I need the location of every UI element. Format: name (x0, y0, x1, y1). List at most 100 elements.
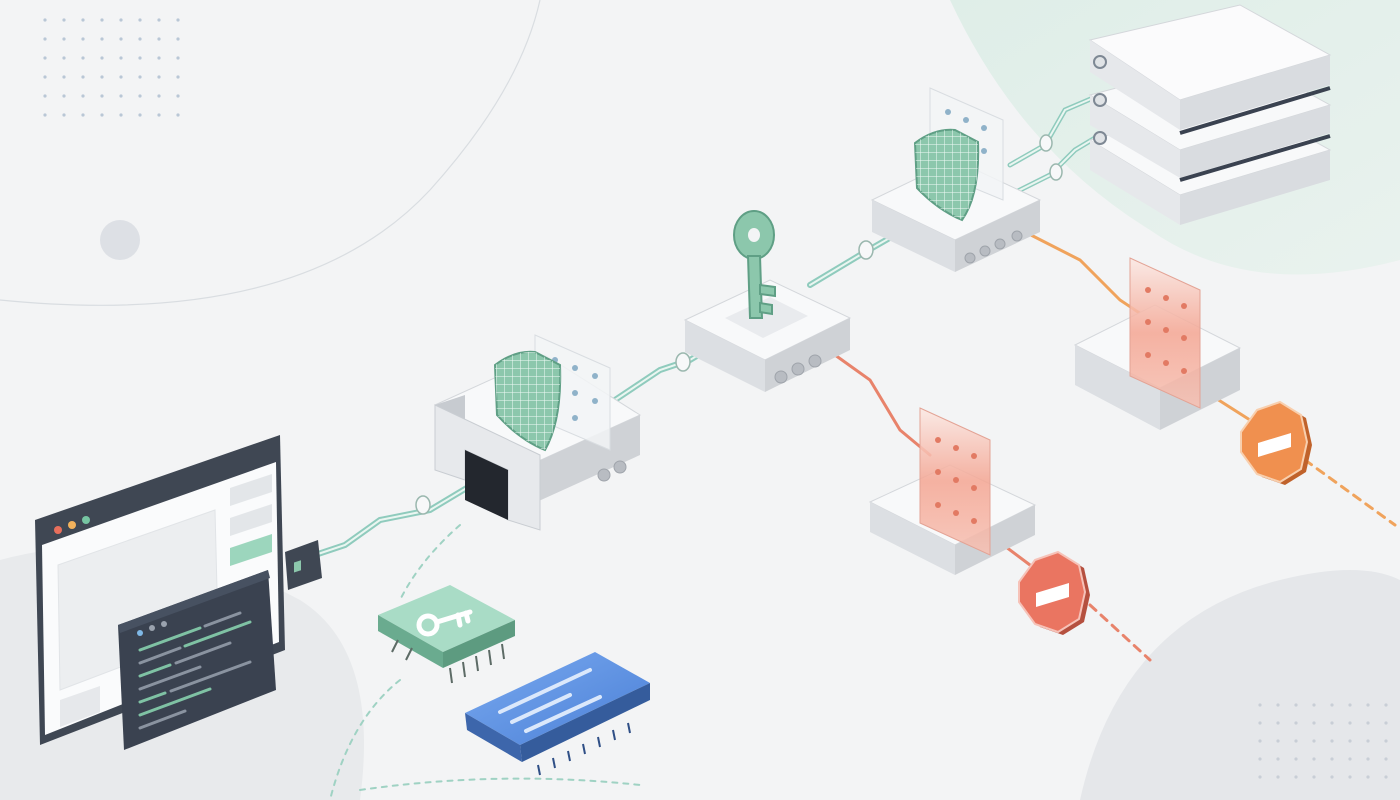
token-card (465, 652, 650, 776)
decor-dot (1294, 757, 1298, 761)
decor-dot (100, 113, 104, 117)
decor-dot (43, 113, 47, 117)
decor-dot (81, 37, 85, 41)
decor-dot (138, 75, 142, 79)
key-auth-node (683, 210, 852, 392)
decor-dot (138, 113, 142, 117)
decor-dot (1330, 739, 1334, 743)
line-connectors (415, 134, 1063, 515)
decor-dot (119, 56, 123, 60)
decor-dot (119, 94, 123, 98)
decor-dot (157, 18, 161, 22)
decor-dot (1348, 757, 1352, 761)
api-key-chip (378, 585, 515, 684)
decor-dot (176, 56, 180, 60)
decor-dot (62, 37, 66, 41)
decor-dot (176, 113, 180, 117)
decor-dot (1312, 739, 1316, 743)
decor-dot (62, 94, 66, 98)
decor-dot (1276, 775, 1280, 779)
decor-dot (1294, 739, 1298, 743)
decor-dot (1258, 703, 1262, 707)
decor-dot (100, 37, 104, 41)
decor-dot (1384, 757, 1388, 761)
decor-dot (138, 56, 142, 60)
decor-dot (119, 75, 123, 79)
decor-dot (1258, 739, 1262, 743)
decor-dot (157, 37, 161, 41)
decor-dot (1312, 703, 1316, 707)
dot-grid-decor (43, 18, 180, 117)
decor-dot (157, 113, 161, 117)
decor-dot (119, 113, 123, 117)
stop-sign-icon (1240, 400, 1312, 485)
decor-dot (1348, 739, 1352, 743)
decor-dot (100, 75, 104, 79)
decor-dot (81, 18, 85, 22)
dot-grid-decor (1258, 703, 1388, 779)
decor-dot (81, 75, 85, 79)
decor-dot (81, 113, 85, 117)
blocked-filter-2 (1073, 257, 1242, 430)
window-minimize-dot (68, 521, 76, 529)
decor-dot (119, 37, 123, 41)
decor-dot (1348, 775, 1352, 779)
stop-sign-icon (1018, 550, 1090, 635)
decor-dot (43, 75, 47, 79)
decor-dot (43, 94, 47, 98)
key-icon (733, 210, 776, 319)
decor-dot (1294, 703, 1298, 707)
decor-dot (100, 56, 104, 60)
decor-dot (138, 94, 142, 98)
decor-dot (138, 18, 142, 22)
decor-dot (100, 94, 104, 98)
decor-dot (62, 56, 66, 60)
blocked-filter-1 (868, 407, 1037, 575)
window-close-dot (54, 526, 62, 534)
decor-dot (1384, 703, 1388, 707)
decor-dot (81, 56, 85, 60)
decor-dot (1348, 721, 1352, 725)
decor-dot (1276, 721, 1280, 725)
decor-dot (62, 75, 66, 79)
decor-dot (1330, 721, 1334, 725)
decor-dot (1348, 703, 1352, 707)
decor-dot (1294, 721, 1298, 725)
gateway-firewall (433, 334, 642, 531)
decor-dot (43, 18, 47, 22)
key-icon (416, 609, 473, 637)
shield-router (870, 87, 1042, 272)
decor-dot (62, 113, 66, 117)
stop-sign-2 (1240, 400, 1312, 485)
decor-dot (1366, 739, 1370, 743)
decor-dot (176, 94, 180, 98)
decor-dot (157, 75, 161, 79)
decor-dot (1330, 757, 1334, 761)
decor-dot (1330, 775, 1334, 779)
decor-dot (1312, 775, 1316, 779)
decor-dot (1384, 775, 1388, 779)
database-server (1088, 4, 1332, 225)
decor-dot (81, 94, 85, 98)
decor-dot (43, 56, 47, 60)
decor-dot (100, 18, 104, 22)
decor-dot (1312, 757, 1316, 761)
stop-sign-1 (1018, 550, 1090, 635)
decor-dot (1258, 757, 1262, 761)
decor-dot (1258, 721, 1262, 725)
decor-dot (1366, 775, 1370, 779)
decor-dot (138, 37, 142, 41)
decor-dot (1294, 775, 1298, 779)
decor-dot (157, 56, 161, 60)
decor-dot (119, 18, 123, 22)
decor-dot (1366, 757, 1370, 761)
decor-dot (1276, 739, 1280, 743)
decor-dot (1330, 703, 1334, 707)
decor-dot (176, 37, 180, 41)
decor-dot (1384, 739, 1388, 743)
shield-icon (913, 128, 980, 222)
decor-dot (1384, 721, 1388, 725)
decor-dot (1366, 703, 1370, 707)
